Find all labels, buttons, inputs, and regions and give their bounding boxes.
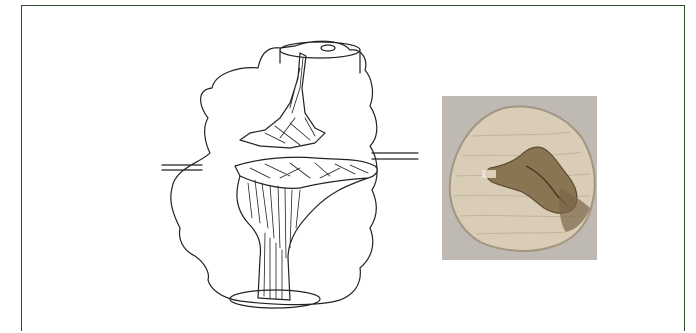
wood-cross-section-photo-icon xyxy=(442,96,597,260)
sketch-top-hole xyxy=(321,45,335,51)
wood-joint-sketch-icon xyxy=(140,18,440,314)
sketch-outer-outline xyxy=(171,41,377,304)
figure-frame-right-edge xyxy=(684,5,685,331)
sketch-top-ellipse xyxy=(280,42,360,58)
sketch-top-cylinder-side xyxy=(280,50,360,73)
sketch-middle-band xyxy=(235,157,377,188)
sketch-left-marker xyxy=(162,165,202,170)
sketch-right-marker xyxy=(372,153,418,159)
